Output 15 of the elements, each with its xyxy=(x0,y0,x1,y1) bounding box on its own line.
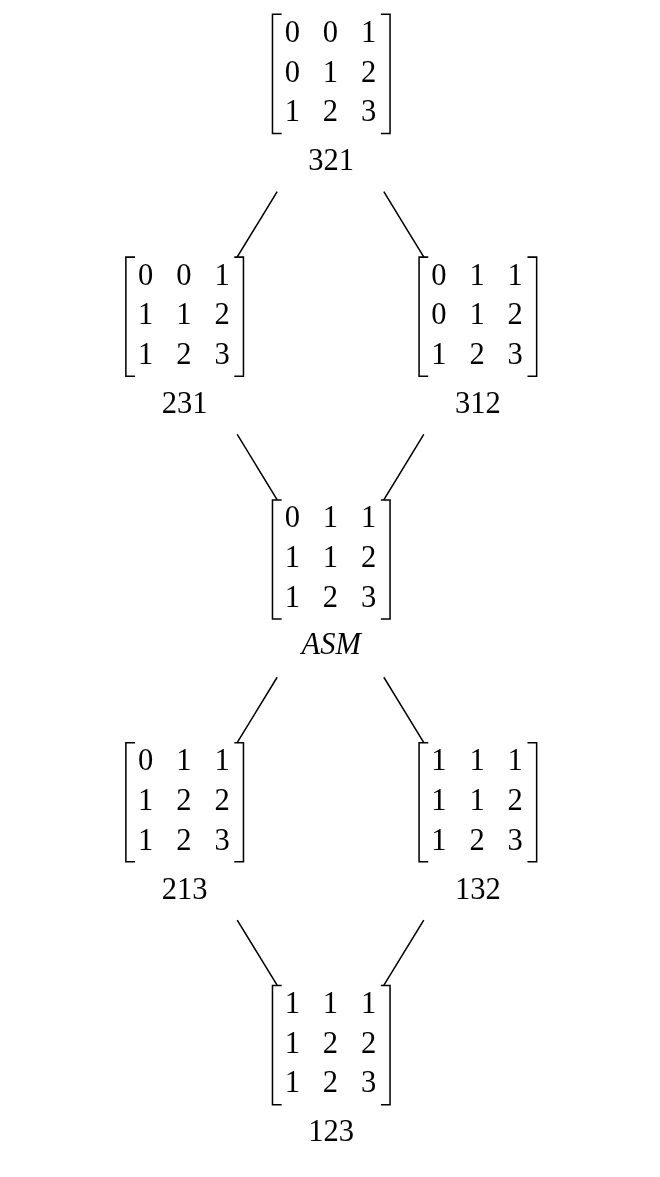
connector xyxy=(235,676,278,744)
connector xyxy=(382,433,425,501)
connector xyxy=(382,190,425,258)
node-text: 0 1 1 1 1 2 1 2 3 ASM xyxy=(284,500,376,662)
node-text: 0 0 1 0 1 2 1 2 3 321 xyxy=(284,14,376,178)
node-text: 0 1 1 0 1 2 1 2 3 312 xyxy=(430,257,523,420)
node-text: 0 1 1 1 2 2 1 2 3 213 xyxy=(137,743,230,906)
node-text: 0 0 1 1 1 2 1 2 3 231 xyxy=(137,257,230,420)
connector xyxy=(235,433,278,501)
node-text: 1 1 1 1 2 2 1 2 3 123 xyxy=(284,986,376,1149)
connector xyxy=(382,919,425,987)
node-text: 1 1 1 1 1 2 1 2 3 132 xyxy=(430,743,523,906)
connector xyxy=(235,190,278,258)
connector xyxy=(235,919,278,987)
connector xyxy=(382,676,425,744)
